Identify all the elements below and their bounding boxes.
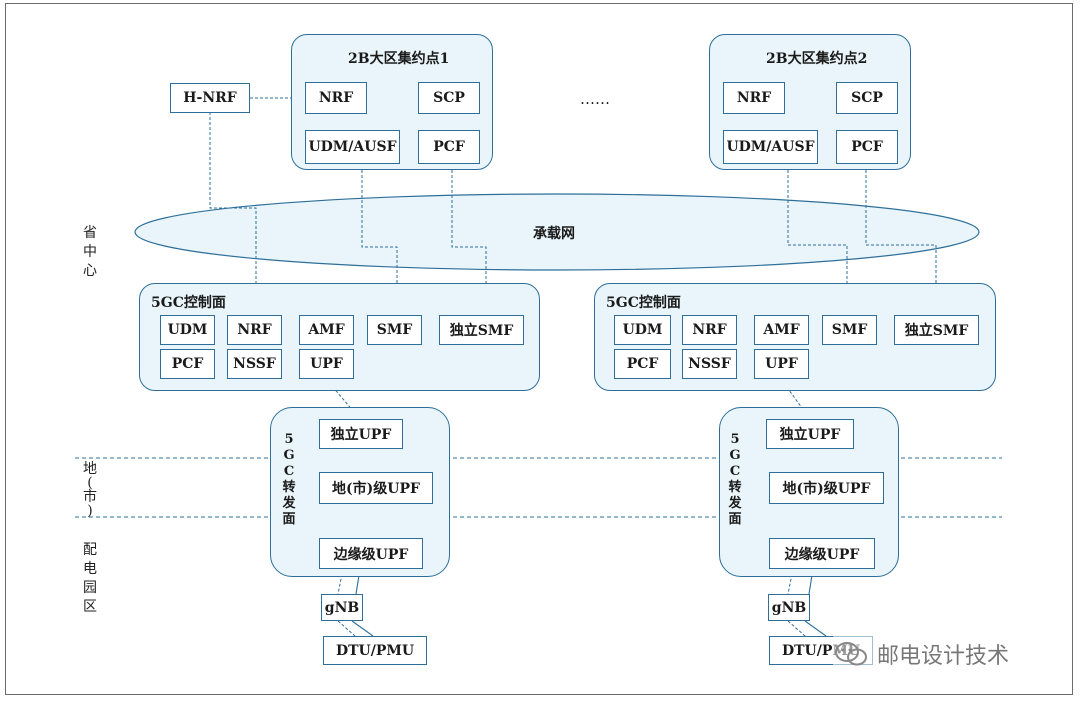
user-plane-2-title: 5 G C 转 发 面 <box>728 432 742 527</box>
watermark: 邮电设计技术 <box>833 636 1063 672</box>
up-2-isolated-upf: 独立UPF <box>766 419 854 449</box>
more-hubs-ellipsis: …… <box>580 90 610 108</box>
level-province-label: 省 中 心 <box>83 225 97 279</box>
ctrl-2-udm: UDM <box>614 315 671 345</box>
up-2-city-upf: 地(市)级UPF <box>769 472 884 504</box>
link-hub1-ismf <box>451 165 487 315</box>
hub-1-pcf: PCF <box>418 130 480 164</box>
ctrl-2-nrf: NRF <box>682 315 737 345</box>
hub-1-udm-ausf: UDM/AUSF <box>305 130 400 164</box>
hub-2-pcf: PCF <box>836 130 898 164</box>
ctrl-2-isolated-smf: 独立SMF <box>894 315 979 345</box>
up-1-edge-upf: 边缘级UPF <box>319 538 423 569</box>
ctrl-1-smf: SMF <box>367 315 422 345</box>
watermark-text: 邮电设计技术 <box>877 644 1010 669</box>
hub-2-title: 2B大区集约点2 <box>766 51 868 67</box>
link-hub2-ismf <box>865 165 937 315</box>
up-1-city-upf: 地(市)级UPF <box>319 472 433 504</box>
ctrl-2-upf: UPF <box>754 349 809 379</box>
up-1-gnb: gNB <box>321 594 363 621</box>
bearer-network-oval <box>134 193 980 271</box>
link-hub2-smf <box>787 165 848 315</box>
hub-2-udm-ausf: UDM/AUSF <box>723 130 818 164</box>
ctrl-1-nrf: NRF <box>227 315 282 345</box>
ctrl-1-pcf: PCF <box>160 349 215 379</box>
ctrl-2-pcf: PCF <box>614 349 671 379</box>
up-2-edge-upf: 边缘级UPF <box>769 538 875 569</box>
up-1-isolated-upf: 独立UPF <box>319 419 403 449</box>
hub-1-title: 2B大区集约点1 <box>348 51 450 67</box>
ctrl-1-nssf: NSSF <box>227 349 282 379</box>
ctrl-1-upf: UPF <box>299 349 354 379</box>
wechat-icon <box>833 639 869 669</box>
ctrl-1-amf: AMF <box>299 315 354 345</box>
user-plane-1-title: 5 G C 转 发 面 <box>282 432 296 527</box>
link-hub1-smf <box>361 165 398 315</box>
ctrl-1-isolated-smf: 独立SMF <box>439 315 524 345</box>
ctrl-2-amf: AMF <box>754 315 809 345</box>
hub-1-nrf: NRF <box>305 82 367 114</box>
link-hnrf-ctrl-nrf <box>209 112 257 315</box>
diagram-frame <box>5 3 1073 695</box>
ctrl-2-smf: SMF <box>822 315 877 345</box>
level-park-label: 配 电 园 区 <box>83 542 97 615</box>
up-1-dtu-pmu: DTU/PMU <box>323 636 427 665</box>
level-city-label: 地 ( 市 ) <box>83 461 97 519</box>
h-nrf-box: H-NRF <box>170 83 250 113</box>
hub-2-scp: SCP <box>836 82 898 114</box>
control-plane-1-title: 5GC控制面 <box>151 295 226 311</box>
control-plane-2-title: 5GC控制面 <box>606 295 681 311</box>
link-upf-ind <box>325 378 361 420</box>
ctrl-1-udm: UDM <box>160 315 215 345</box>
up-2-gnb: gNB <box>768 594 810 621</box>
hub-1-scp: SCP <box>418 82 480 114</box>
ctrl-2-nssf: NSSF <box>682 349 737 379</box>
hub-2-nrf: NRF <box>723 82 785 114</box>
bearer-network-label: 承载网 <box>533 226 575 242</box>
